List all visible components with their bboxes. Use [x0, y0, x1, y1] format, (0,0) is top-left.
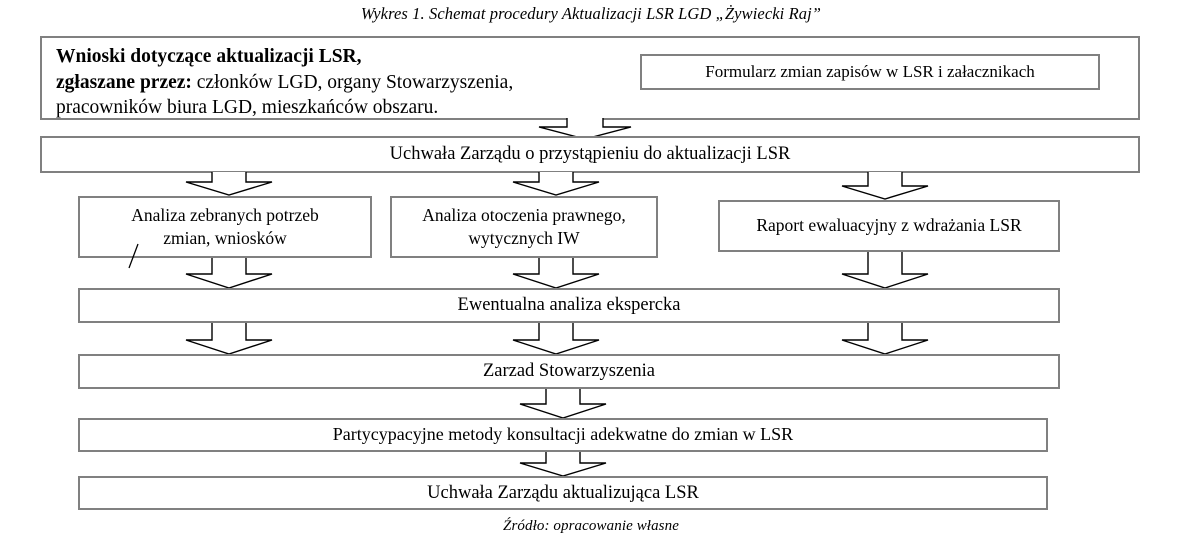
arrow-ekspercka-to-zarzad-center: [512, 323, 600, 355]
node-analiza-potrzeb-line1: Analiza zebranych potrzeb: [131, 204, 319, 225]
node-wnioski-line2-rest: członków LGD, organy Stowarzyszenia,: [191, 71, 514, 93]
node-uchwala-przystapienie-label: Uchwała Zarządu o przystąpieniu do aktua…: [389, 144, 791, 165]
figure-caption-top: Wykres 1. Schemat procedury Aktualizacji…: [360, 4, 822, 23]
node-analiza-otoczenia-line1: Analiza otoczenia prawnego,: [422, 204, 626, 225]
arrow-ekspercka-to-zarzad-right: [841, 323, 929, 355]
node-formularz-box: Formularz zmian zapisów w LSR i załaczni…: [640, 54, 1100, 90]
node-wnioski-line1-text: Wnioski dotyczące aktualizacji LSR,: [56, 46, 362, 67]
node-formularz-label: Formularz zmian zapisów w LSR i załaczni…: [705, 61, 1035, 81]
node-analiza-otoczenia-box: Analiza otoczenia prawnego, wytycznych I…: [390, 196, 658, 258]
arrow-raport-to-ekspercka: [841, 252, 929, 289]
node-wnioski-line2: zgłaszane przez: członków LGD, organy St…: [56, 70, 513, 96]
node-zarzad-label: Zarzad Stowarzyszenia: [482, 361, 656, 382]
ink-stroke-artifact: [128, 243, 140, 269]
node-wnioski-line2-label: zgłaszane przez:: [56, 71, 192, 93]
arrow-uchwala-to-analiza-potrzeb: [185, 172, 273, 196]
node-zarzad-box: Zarzad Stowarzyszenia: [78, 354, 1060, 389]
node-raport-label: Raport ewaluacyjny z wdrażania LSR: [756, 215, 1022, 236]
arrow-uchwala-to-raport: [841, 172, 929, 200]
figure-caption-source: Źródło: opracowanie własne: [503, 518, 679, 534]
node-uchwala-przystapienie-box: Uchwała Zarządu o przystąpieniu do aktua…: [40, 136, 1140, 173]
node-partycypacyjne-label: Partycypacyjne metody konsultacji adekwa…: [332, 424, 794, 445]
node-ekspercka-box: Ewentualna analiza ekspercka: [78, 288, 1060, 323]
node-wnioski-line3: pracowników biura LGD, mieszkańców obsza…: [56, 97, 439, 119]
arrow-analiza-potrzeb-to-ekspercka: [185, 258, 273, 289]
node-ekspercka-label: Ewentualna analiza ekspercka: [457, 295, 681, 316]
node-uchwala-aktualizujaca-label: Uchwała Zarządu aktualizująca LSR: [427, 482, 699, 503]
node-analiza-otoczenia-line2: wytycznych IW: [468, 228, 580, 248]
node-analiza-potrzeb-line2: zmian, wniosków: [163, 228, 287, 248]
node-wnioski-line1: Wnioski dotyczące aktualizacji LSR,: [56, 44, 362, 70]
node-uchwala-aktualizujaca-box: Uchwała Zarządu aktualizująca LSR: [78, 476, 1048, 510]
arrow-uchwala-to-analiza-otoczenia: [512, 172, 600, 196]
arrow-zarzad-to-partycypacyjne: [519, 389, 607, 419]
node-partycypacyjne-box: Partycypacyjne metody konsultacji adekwa…: [78, 418, 1048, 452]
arrow-ekspercka-to-zarzad-left: [185, 323, 273, 355]
arrow-partycypacyjne-to-uchwala-aktualizujaca: [519, 452, 607, 477]
node-raport-box: Raport ewaluacyjny z wdrażania LSR: [718, 200, 1060, 252]
arrow-analiza-otoczenia-to-ekspercka: [512, 258, 600, 289]
node-analiza-potrzeb-box: Analiza zebranych potrzeb zmian, wnioskó…: [78, 196, 372, 258]
